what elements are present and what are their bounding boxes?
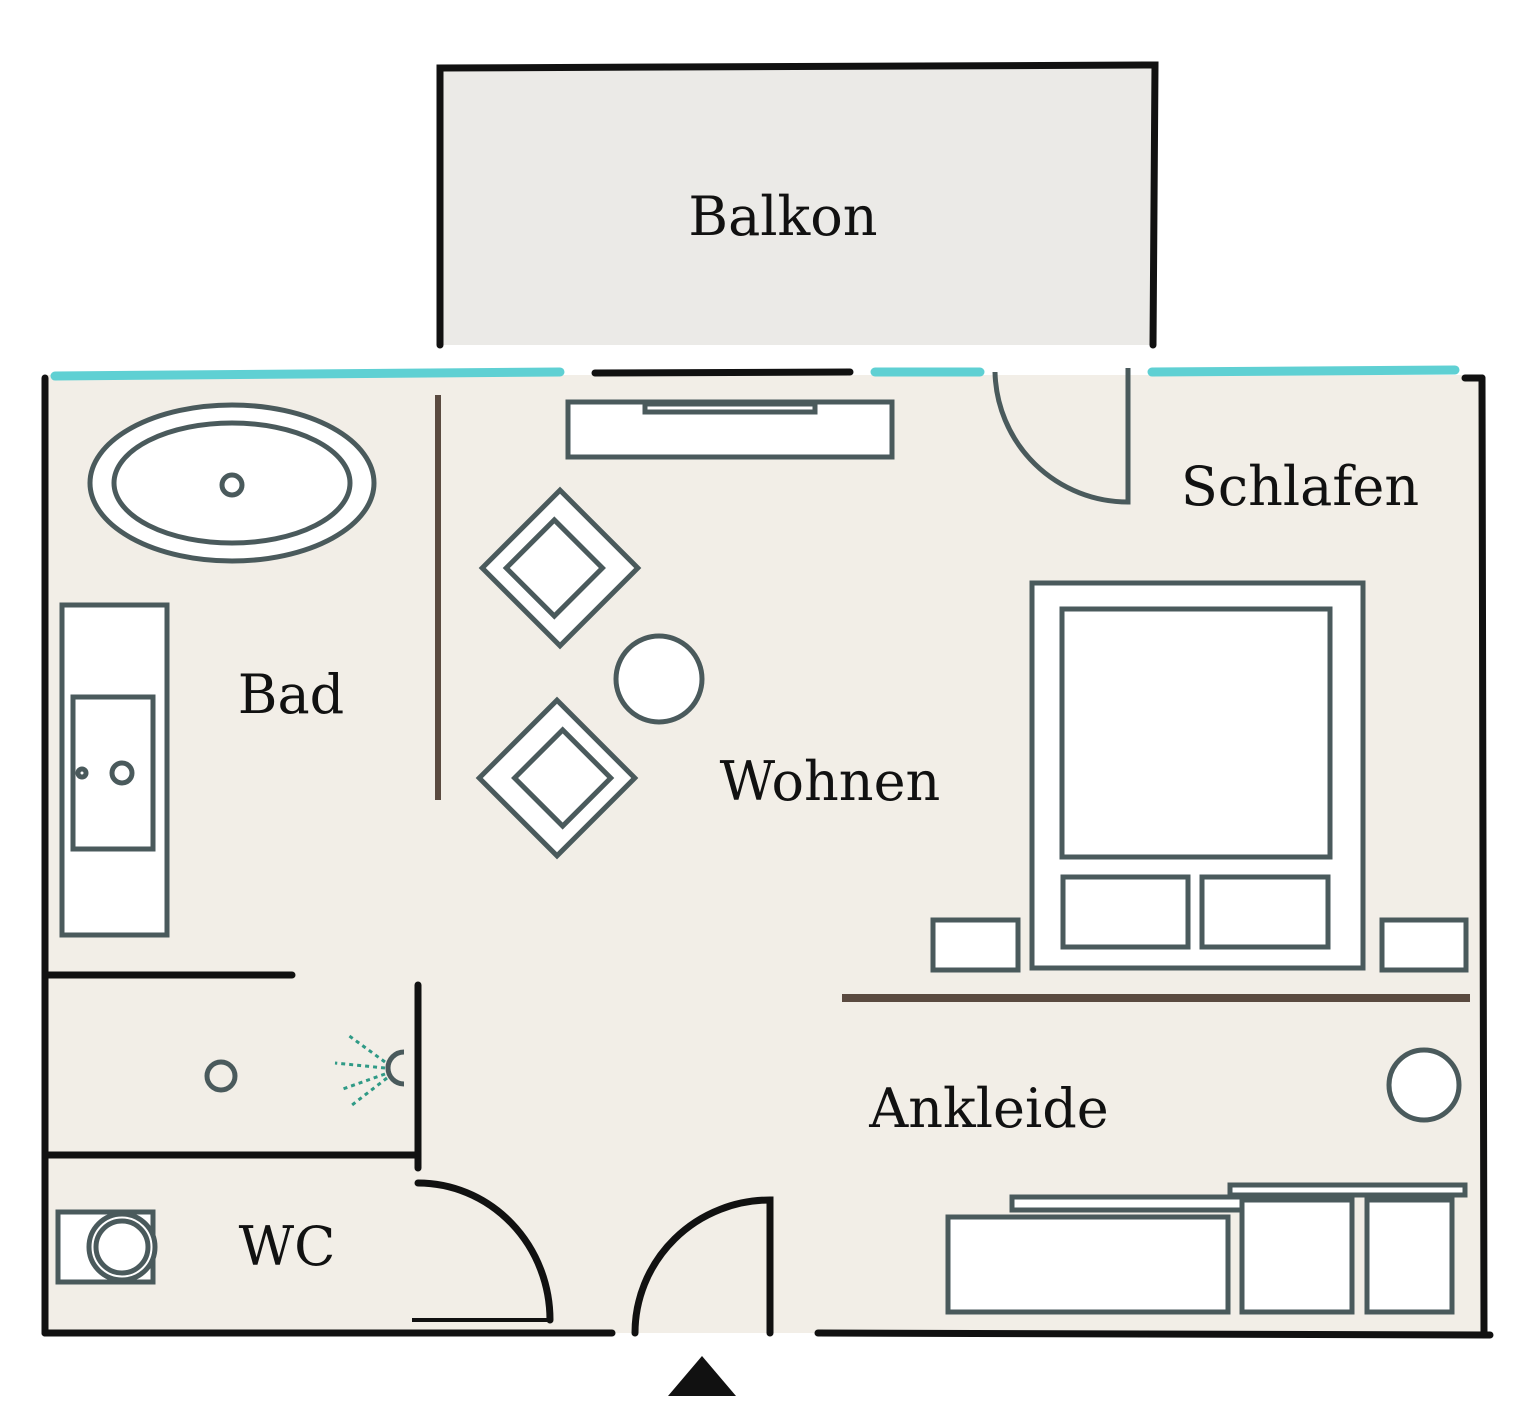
armchair-top bbox=[478, 486, 642, 650]
bathtub bbox=[87, 402, 377, 564]
sideboard bbox=[565, 399, 895, 460]
room-label-balkon: Balkon bbox=[688, 185, 877, 248]
balcony bbox=[436, 61, 1159, 349]
nightstand-right bbox=[1379, 917, 1469, 973]
balcony-wall bbox=[436, 61, 1159, 349]
sink-counter bbox=[59, 602, 170, 938]
window-bad bbox=[50, 367, 565, 381]
room-label-wohnen: Wohnen bbox=[720, 750, 941, 813]
coffee-table bbox=[613, 633, 705, 725]
wc-door[interactable] bbox=[414, 1179, 554, 1324]
armchair-bottom bbox=[475, 696, 639, 860]
ottoman bbox=[1386, 1047, 1462, 1123]
room-label-ankleide: Ankleide bbox=[868, 1077, 1109, 1140]
shower-drain-icon bbox=[204, 1059, 238, 1093]
doors bbox=[412, 368, 1131, 1337]
entrance-triangle-icon bbox=[668, 1356, 736, 1396]
shower-head-icon bbox=[385, 1049, 405, 1087]
room-label-wc: WC bbox=[239, 1215, 336, 1278]
entrance-door[interactable] bbox=[631, 1196, 774, 1337]
nightstand-left bbox=[930, 917, 1021, 973]
room-label-bad: Bad bbox=[238, 663, 344, 726]
walls bbox=[41, 368, 1494, 1339]
window-schlafen bbox=[1147, 365, 1460, 377]
balcony-fill bbox=[440, 68, 1153, 345]
bed bbox=[1029, 580, 1366, 971]
pillow bbox=[1060, 874, 1191, 950]
shower bbox=[204, 1033, 405, 1107]
balcony-door[interactable] bbox=[992, 368, 1131, 505]
pillow bbox=[1199, 874, 1331, 950]
wardrobe bbox=[945, 1182, 1468, 1315]
room-label-schlafen: Schlafen bbox=[1181, 455, 1419, 518]
windows bbox=[50, 365, 1460, 381]
drain-icon bbox=[219, 472, 245, 498]
toilet bbox=[55, 1209, 158, 1285]
